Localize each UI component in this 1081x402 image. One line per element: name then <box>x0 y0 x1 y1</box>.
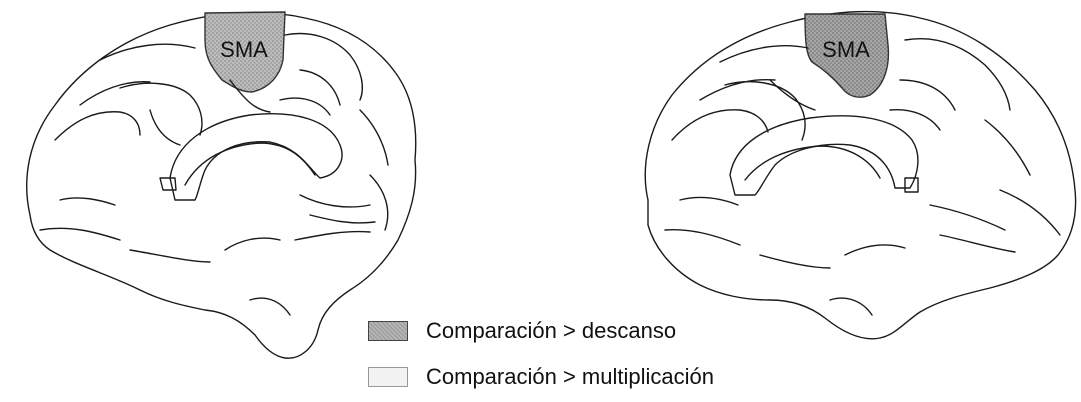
right-corpus-callosum <box>729 115 919 196</box>
right-sma-label: SMA <box>822 37 870 62</box>
right-brain <box>644 10 1077 340</box>
legend-item-rest: Comparación > descanso <box>368 318 676 344</box>
left-brain-outline <box>26 11 417 359</box>
left-sma-region <box>204 11 286 93</box>
legend-swatch-rest <box>368 321 408 341</box>
legend-label-multiplication: Comparación > multiplicación <box>426 364 714 389</box>
left-brain <box>26 11 417 359</box>
left-sma-label: SMA <box>220 37 268 62</box>
right-sma-region <box>804 13 890 98</box>
left-corpus-callosum <box>169 113 343 201</box>
legend-swatch-multiplication <box>368 367 408 387</box>
legend-item-multiplication: Comparación > multiplicación <box>368 364 714 390</box>
legend-label-rest: Comparación > descanso <box>426 318 677 343</box>
right-brain-outline <box>644 10 1077 340</box>
